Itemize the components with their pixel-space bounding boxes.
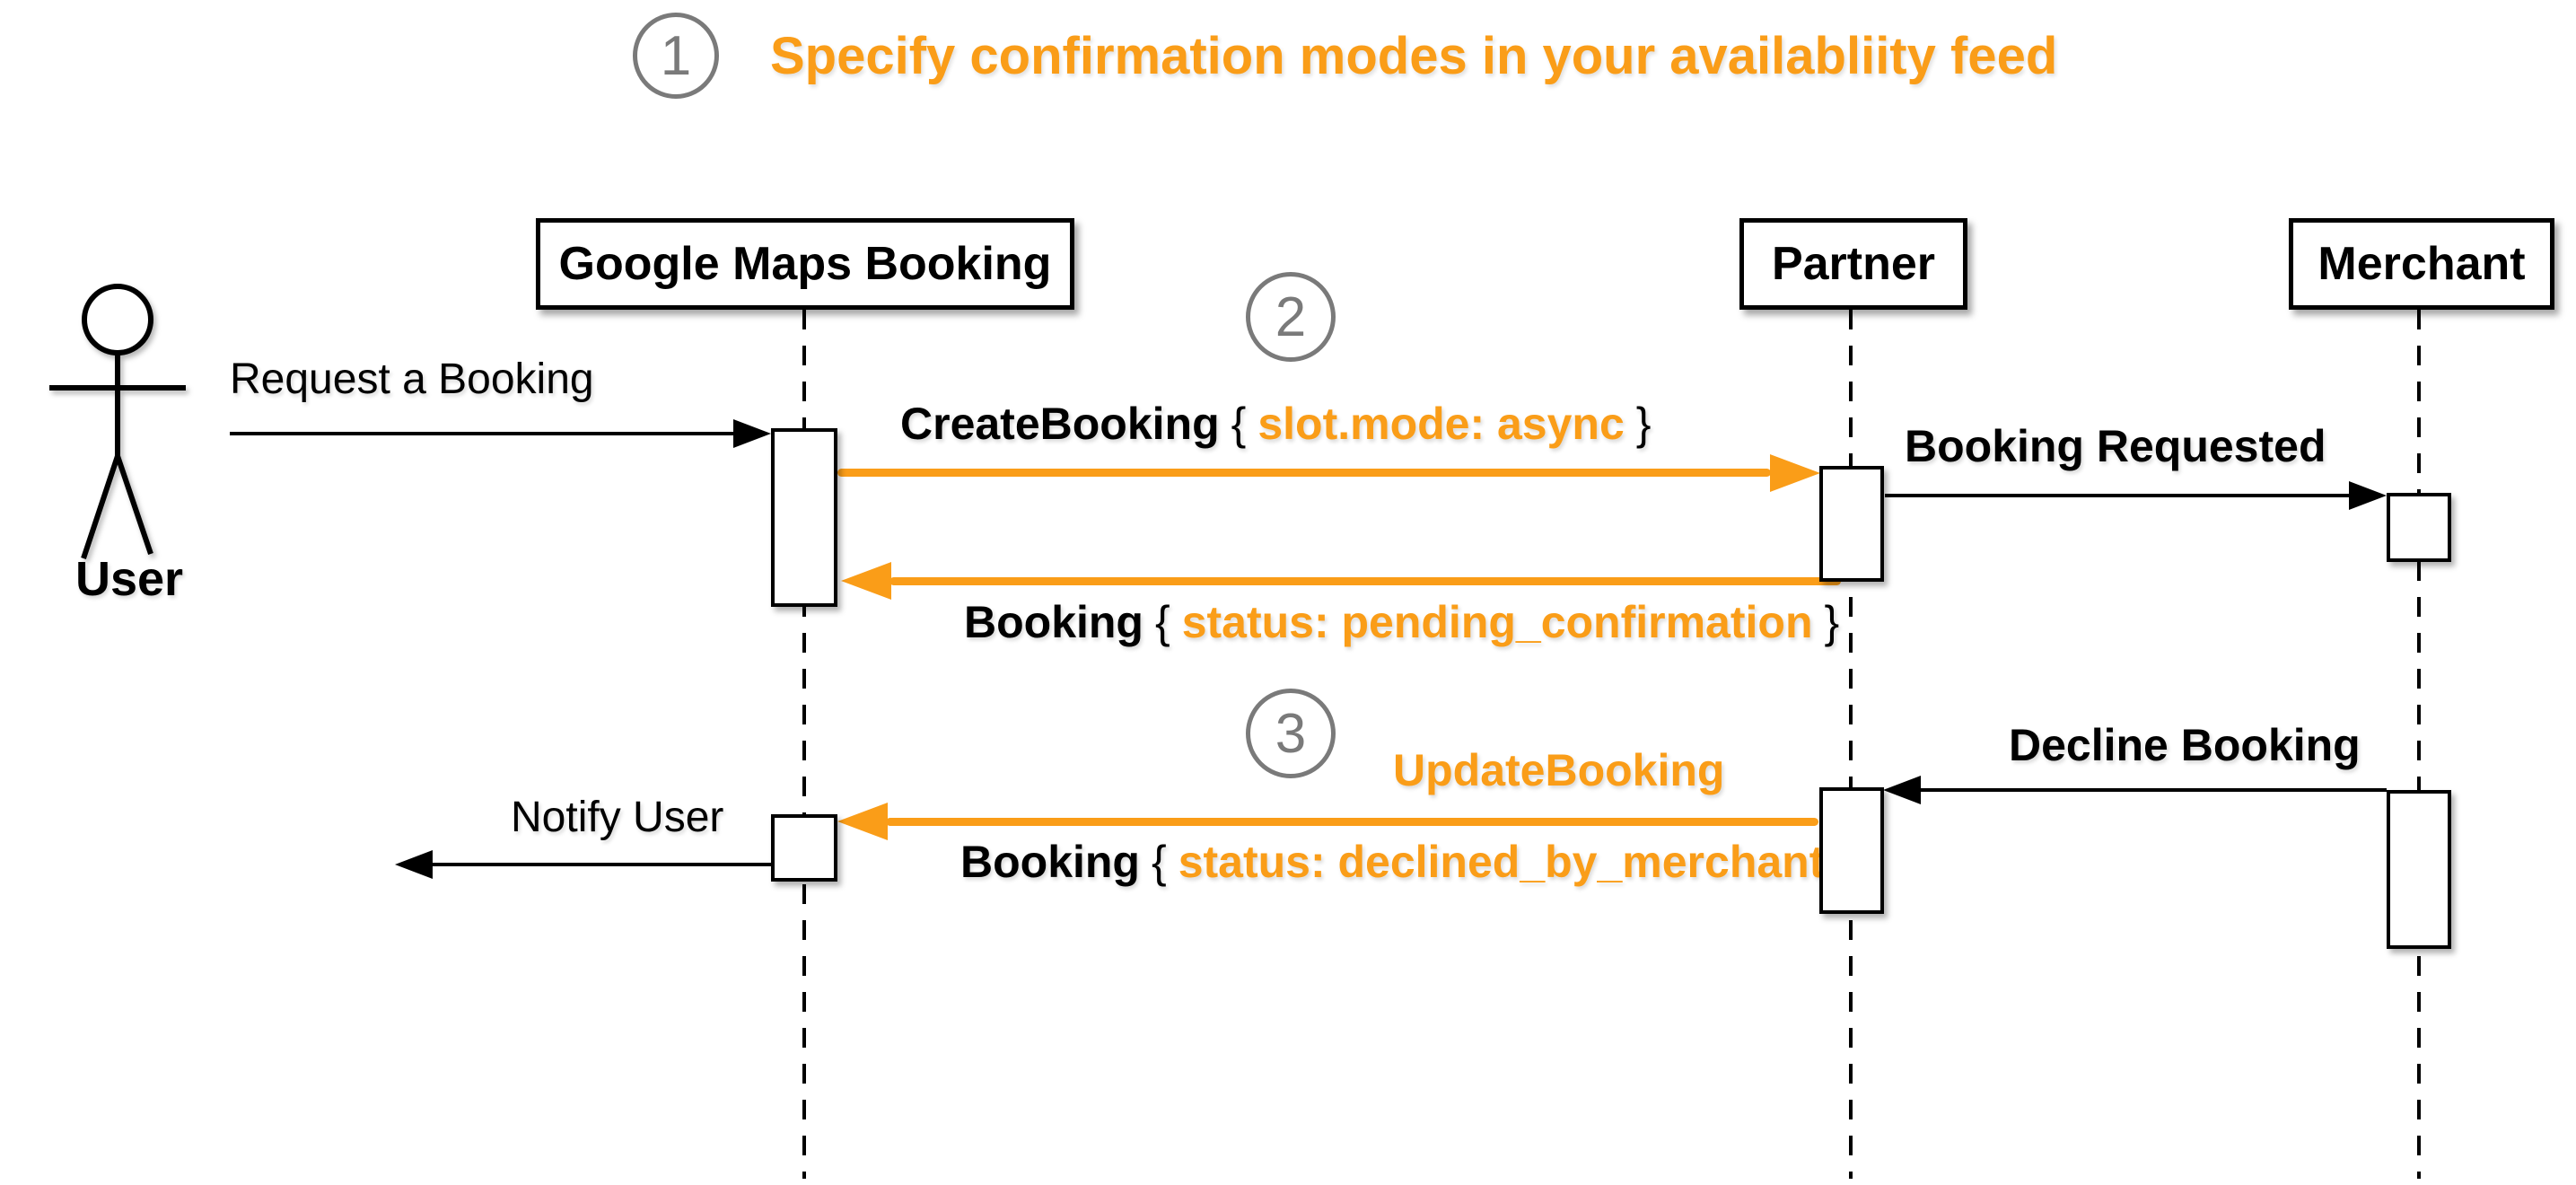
request-booking-arrowhead-icon <box>733 419 771 448</box>
activation-merchant-2 <box>2387 790 2451 949</box>
booking-pending-label: Booking { status: pending_confirmation } <box>964 600 1839 645</box>
user-actor-icon <box>49 284 186 559</box>
lifeline-partner <box>1849 310 1853 1179</box>
decline-booking-arrow-line <box>1919 788 2387 792</box>
booking-requested-arrow-line <box>1885 494 2351 497</box>
activation-partner-1 <box>1819 466 1884 582</box>
booking-requested-text: Booking Requested <box>1905 421 2326 471</box>
step-1-number: 1 <box>660 24 692 87</box>
step-2-badge: 2 <box>1246 272 1336 362</box>
create-booking-param: slot.mode: async <box>1257 399 1625 449</box>
activation-google-2 <box>771 814 837 882</box>
decline-booking-text: Decline Booking <box>2009 720 2361 770</box>
step-3-badge: 3 <box>1246 689 1336 778</box>
booking-requested-arrowhead-icon <box>2349 481 2387 510</box>
step-3-number: 3 <box>1275 702 1307 765</box>
activation-merchant-1 <box>2387 493 2451 562</box>
create-booking-name: CreateBooking <box>900 399 1220 449</box>
booking-pending-arrowhead-icon <box>841 562 891 600</box>
booking-pending-name: Booking <box>964 597 1143 647</box>
create-booking-arrowhead-icon <box>1770 454 1820 492</box>
request-booking-label: Request a Booking <box>230 356 594 403</box>
actor-box-merchant: Merchant <box>2289 218 2554 310</box>
activation-google-1 <box>771 428 837 607</box>
step-1-badge: 1 <box>633 13 719 99</box>
create-booking-arrow-line <box>837 469 1771 477</box>
booking-declined-arrow-line <box>886 818 1818 826</box>
booking-declined-param: status: declined_by_merchant <box>1178 837 1825 887</box>
user-label: User <box>75 552 184 606</box>
actor-box-google-label: Google Maps Booking <box>558 238 1052 290</box>
booking-declined-arrowhead-icon <box>837 803 888 840</box>
lifeline-merchant <box>2417 310 2421 1179</box>
booking-pending-param: status: pending_confirmation <box>1181 597 1813 647</box>
open-brace: { <box>1231 399 1247 449</box>
activation-partner-2 <box>1819 787 1884 914</box>
close-brace: } <box>1635 399 1652 449</box>
close-brace: } <box>1824 597 1840 647</box>
update-booking-label: UpdateBooking <box>1393 748 1724 793</box>
booking-declined-name: Booking <box>960 837 1140 887</box>
booking-requested-label: Booking Requested <box>1905 424 2326 469</box>
update-booking-text: UpdateBooking <box>1393 745 1725 795</box>
actor-box-merchant-label: Merchant <box>2318 238 2526 290</box>
actor-box-google: Google Maps Booking <box>536 218 1074 310</box>
diagram-title: Specify confirmation modes in your avail… <box>770 27 2058 85</box>
decline-booking-arrowhead-icon <box>1883 776 1921 804</box>
actor-box-partner: Partner <box>1739 218 1967 310</box>
step-2-number: 2 <box>1275 285 1307 348</box>
decline-booking-label: Decline Booking <box>2009 723 2361 768</box>
lifeline-google <box>802 310 806 1179</box>
create-booking-label: CreateBooking { slot.mode: async } <box>900 401 1651 446</box>
notify-user-label: Notify User <box>511 794 724 841</box>
notify-user-arrowhead-icon <box>395 850 433 879</box>
open-brace: { <box>1151 837 1167 887</box>
notify-user-arrow-line <box>431 863 771 866</box>
open-brace: { <box>1154 597 1170 647</box>
request-booking-arrow-line <box>230 432 735 435</box>
booking-pending-arrow-line <box>889 577 1841 585</box>
actor-box-partner-label: Partner <box>1771 238 1936 290</box>
booking-declined-label: Booking { status: declined_by_merchant } <box>960 839 1851 884</box>
